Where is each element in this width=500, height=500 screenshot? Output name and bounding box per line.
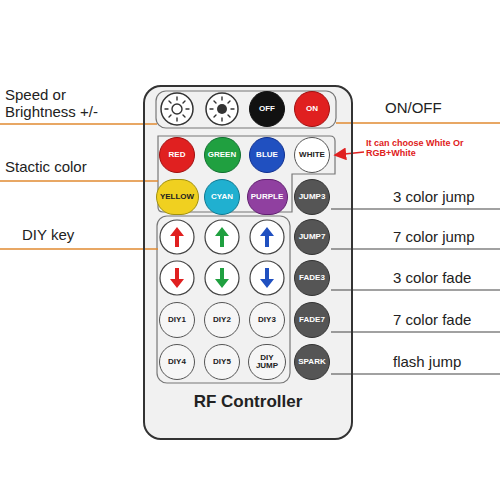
annotation-label: 7 color jump [393,229,498,246]
controller-name: RF Controller [145,392,351,412]
remote-button: JUMP7 [294,219,330,255]
remote-button: SPARK [294,344,330,380]
button-label: OFF [259,105,275,113]
remote-button: RED [159,137,195,173]
remote-button: DIY4 [159,344,195,380]
button-label: DIY1 [168,316,186,324]
remote-button: JUMP3 [294,179,330,215]
remote-button: DIY JUMP [248,344,286,380]
button-label: WHITE [299,151,325,159]
button-label: GREEN [208,151,236,159]
button-label: RED [169,151,186,159]
remote-button: YELLOW [156,179,199,215]
annotation-label: ON/OFF [385,100,495,117]
remote-button: DIY1 [159,302,195,338]
brightness-buttons [161,93,238,125]
annotation-label: DIY key [22,227,142,244]
remote-body-fill [144,86,352,439]
remote-button: GREEN [204,137,241,173]
annotation-label: It can choose White Or RGB+White [366,139,474,159]
button-label: DIY JUMP [252,354,282,371]
button-label: ON [306,105,318,113]
remote-button: DIY2 [204,302,240,338]
remote-body: RF Controller OFF ON RED GREEN BLUE WHITE YELLO… [143,85,353,440]
button-label: JUMP3 [299,193,326,201]
annotation-label: Speed or Brightness +/- [5,87,117,120]
arrow-buttons [160,220,284,295]
remote-button: DIY3 [249,302,285,338]
button-label: PURPLE [251,193,283,201]
remote-button: FADE7 [294,302,330,338]
annotation-label: flash jump [393,354,498,371]
remote-button: BLUE [249,137,285,173]
button-label: DIY3 [258,316,276,324]
remote-button: PURPLE [247,179,288,215]
remote-button: OFF [249,91,285,127]
button-label: JUMP7 [299,233,326,241]
button-label: CYAN [211,193,233,201]
group-frame [157,216,290,383]
remote-button: DIY5 [204,344,240,380]
remote-button: CYAN [204,179,240,215]
annotation-label: 3 color jump [393,189,498,206]
button-label: DIY5 [213,358,231,366]
button-label: SPARK [298,358,325,366]
annotation-label: 3 color fade [393,270,498,287]
button-label: FADE3 [299,274,325,282]
leader-lines [331,209,500,374]
remote-button: WHITE [294,137,330,173]
group-frame [156,91,336,128]
button-label: YELLOW [160,193,194,201]
annotation-label: 7 color fade [393,312,498,329]
button-label: DIY2 [213,316,231,324]
button-label: DIY4 [168,358,186,366]
remote-button: FADE3 [294,260,330,296]
remote-button: ON [294,91,330,127]
button-label: FADE7 [299,316,325,324]
note-arrow [335,152,364,155]
annotation-label: Stactic color [5,159,145,176]
leader-lines [0,123,500,249]
button-label: BLUE [256,151,278,159]
